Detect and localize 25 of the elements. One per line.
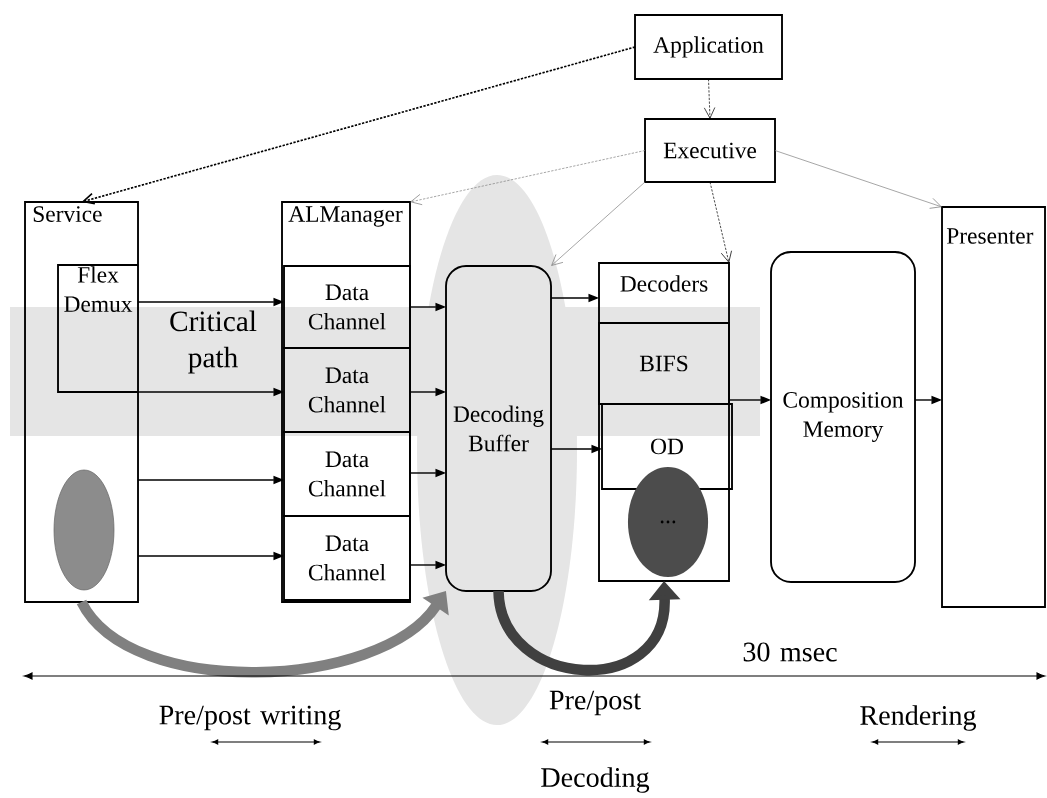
label-text: Pre/post writing [159, 705, 341, 731]
arrow [774, 150, 942, 209]
box: Executive [644, 118, 776, 183]
label-text: 30 msec [743, 642, 837, 662]
ellipse [53, 469, 115, 591]
arrow [709, 181, 732, 263]
arrow [703, 78, 716, 119]
box: Application [634, 14, 783, 80]
arrow [77, 591, 449, 678]
arrow [410, 150, 646, 206]
buffer-box: Composition Memory [770, 251, 916, 583]
box: Presenter [941, 206, 1046, 608]
demux-box: Flex Demux [57, 264, 139, 393]
box: Data Channel [283, 431, 411, 517]
label-text: Decoding [541, 767, 650, 793]
arrow [81, 46, 636, 205]
box: Data Channel [283, 265, 411, 349]
box: BIFS [598, 322, 730, 405]
buffer-box: Decoding Buffer [445, 265, 552, 592]
box: Data Channel [283, 347, 411, 433]
label-text: Rendering [860, 705, 977, 731]
arrow [551, 181, 646, 266]
label-text: Pre/post [549, 690, 641, 716]
box: Data Channel [283, 515, 411, 601]
label-text: Critical path [170, 310, 257, 374]
